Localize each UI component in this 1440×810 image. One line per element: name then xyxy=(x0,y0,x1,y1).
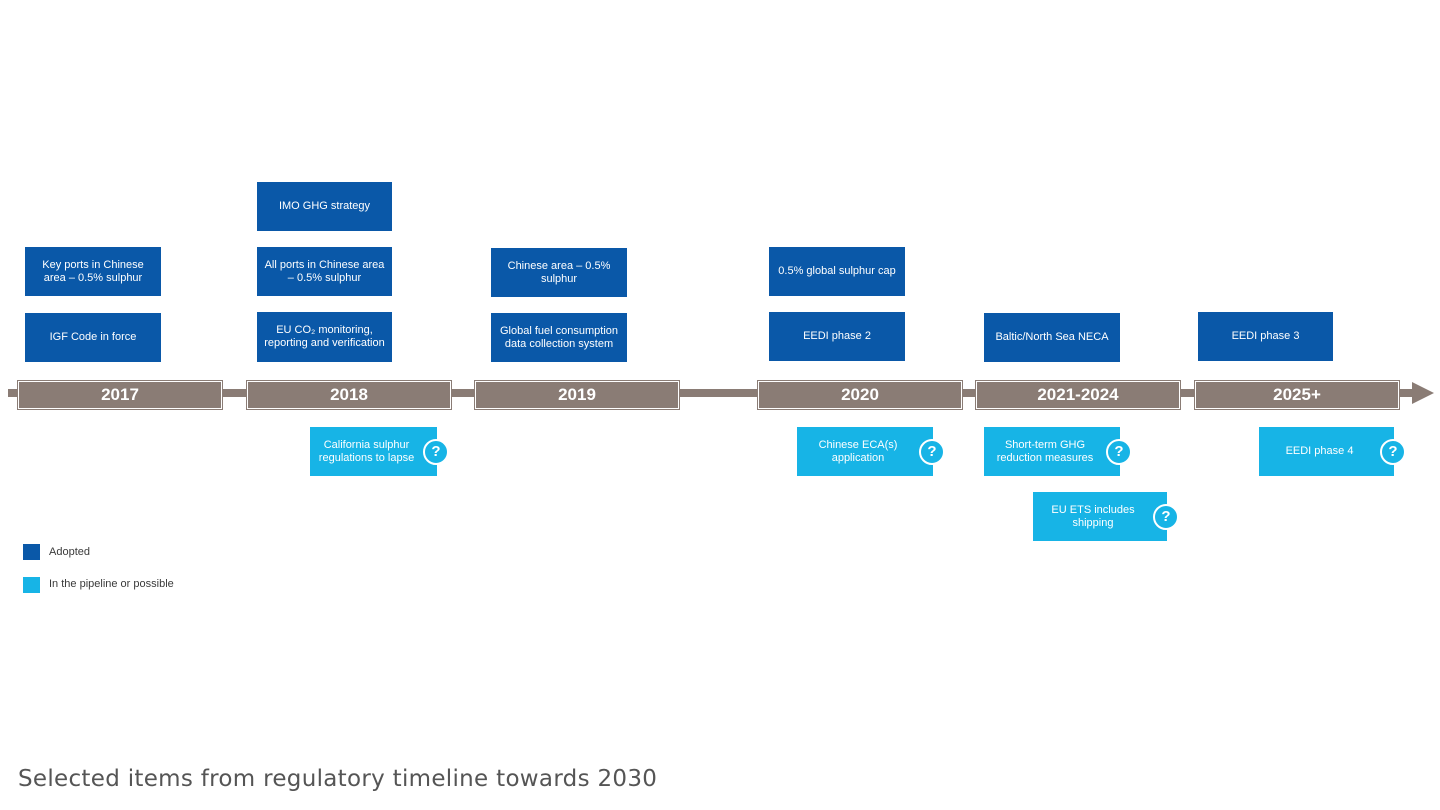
adopted-item-eedi-phase-3: EEDI phase 3 xyxy=(1198,312,1333,361)
timeline-axis-segment xyxy=(1398,389,1414,397)
item-label: Chinese ECA(s) application xyxy=(818,438,898,464)
adopted-item-igf-code: IGF Code in force xyxy=(25,313,161,362)
adopted-item-all-ports-chinese-area: All ports in Chinese area – 0.5% sulphur xyxy=(257,247,392,296)
adopted-item-eu-co2-mrv: EU CO₂ monitoring, reporting and verific… xyxy=(257,312,392,362)
question-icon: ? xyxy=(1106,439,1132,465)
year-2017: 2017 xyxy=(18,381,222,409)
timeline-arrow-icon xyxy=(1412,382,1434,404)
item-label: Chinese area – 0.5% sulphur xyxy=(507,259,611,285)
adopted-item-imo-ghg-strategy: IMO GHG strategy xyxy=(257,182,392,231)
item-label: IMO GHG strategy xyxy=(278,200,371,212)
timeline-axis-segment xyxy=(222,389,246,397)
question-icon: ? xyxy=(423,439,449,465)
question-icon: ? xyxy=(1380,439,1406,465)
legend-label-pipeline: In the pipeline or possible xyxy=(49,578,174,590)
item-label: California sulphur regulations to lapse xyxy=(318,438,415,464)
question-icon: ? xyxy=(1153,504,1179,530)
adopted-item-global-sulphur-cap: 0.5% global sulphur cap xyxy=(769,247,905,296)
item-label: Short-term GHG reduction measures xyxy=(996,438,1094,464)
year-2019: 2019 xyxy=(475,381,679,409)
item-label: EEDI phase 4 xyxy=(1285,445,1354,457)
timeline-axis-segment xyxy=(679,389,757,397)
item-label: IGF Code in force xyxy=(49,331,137,343)
pipeline-item-chinese-eca: Chinese ECA(s) application ? xyxy=(797,427,945,476)
timeline-axis-segment xyxy=(8,389,18,397)
adopted-item-key-ports-chinese-area: Key ports in Chinese area – 0.5% sulphur xyxy=(25,247,161,296)
adopted-item-baltic-north-sea-neca: Baltic/North Sea NECA xyxy=(984,313,1120,362)
year-2018: 2018 xyxy=(247,381,451,409)
item-label: EEDI phase 3 xyxy=(1231,330,1300,342)
item-label: EU CO₂ monitoring, reporting and verific… xyxy=(264,324,385,349)
pipeline-item-eedi-phase-4: EEDI phase 4 ? xyxy=(1259,427,1406,476)
legend-swatch-adopted xyxy=(23,544,40,560)
item-label: 0.5% global sulphur cap xyxy=(778,265,896,277)
year-2020: 2020 xyxy=(758,381,962,409)
timeline-axis-segment xyxy=(1179,389,1194,397)
year-2025-plus: 2025+ xyxy=(1195,381,1399,409)
legend-swatch-pipeline xyxy=(23,577,40,593)
question-icon: ? xyxy=(919,439,945,465)
pipeline-item-california-sulphur: California sulphur regulations to lapse … xyxy=(310,427,449,476)
pipeline-item-eu-ets: EU ETS includes shipping ? xyxy=(1033,492,1179,541)
page-caption: Selected items from regulatory timeline … xyxy=(18,766,658,792)
item-label: Global fuel consumption data collection … xyxy=(499,324,618,350)
pipeline-item-short-term-ghg: Short-term GHG reduction measures ? xyxy=(984,427,1132,476)
year-2021-2024: 2021-2024 xyxy=(976,381,1180,409)
adopted-item-global-fuel-consumption: Global fuel consumption data collection … xyxy=(491,313,627,362)
item-label: EU ETS includes shipping xyxy=(1051,503,1135,529)
timeline-axis-segment xyxy=(961,389,975,397)
item-label: EEDI phase 2 xyxy=(803,330,871,342)
item-label: Baltic/North Sea NECA xyxy=(995,331,1109,343)
item-label: Key ports in Chinese area – 0.5% sulphur xyxy=(42,258,144,284)
timeline-axis-segment xyxy=(450,389,474,397)
item-label: All ports in Chinese area – 0.5% sulphur xyxy=(264,258,385,284)
adopted-item-chinese-area: Chinese area – 0.5% sulphur xyxy=(491,248,627,297)
adopted-item-eedi-phase-2: EEDI phase 2 xyxy=(769,312,905,361)
legend-label-adopted: Adopted xyxy=(49,546,90,558)
